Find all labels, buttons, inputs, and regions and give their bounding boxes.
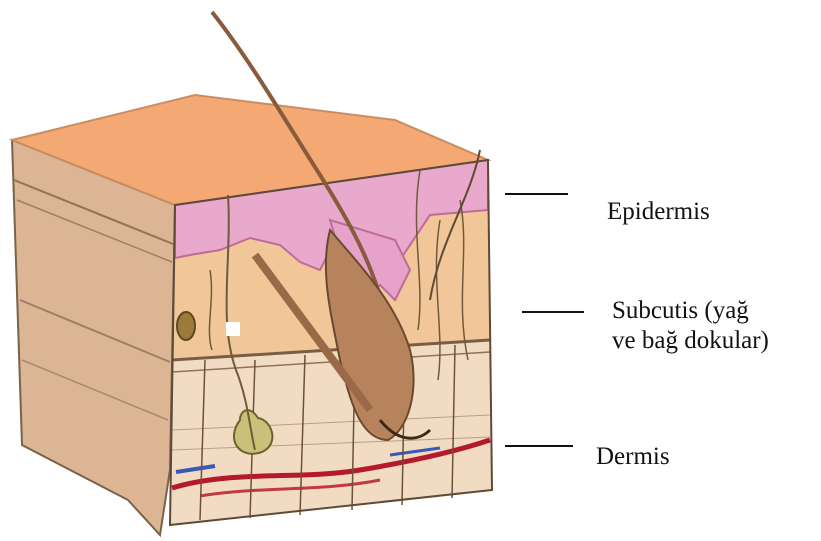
subcutis-label-line1: Subcutis (yağ xyxy=(612,296,769,326)
dermis-label: Dermis xyxy=(596,442,670,472)
lower-layer xyxy=(170,340,492,525)
subcutis-label: Subcutis (yağ ve bağ dokular) xyxy=(612,296,769,356)
epidermis-label: Epidermis xyxy=(607,197,710,227)
front-face xyxy=(170,160,492,525)
subcutis-label-line2: ve bağ dokular) xyxy=(612,326,769,356)
subcutis-leader-line xyxy=(522,311,584,313)
dermis-leader-line xyxy=(505,445,573,447)
epidermis-leader-line xyxy=(505,193,568,195)
left-side-face xyxy=(12,140,175,535)
